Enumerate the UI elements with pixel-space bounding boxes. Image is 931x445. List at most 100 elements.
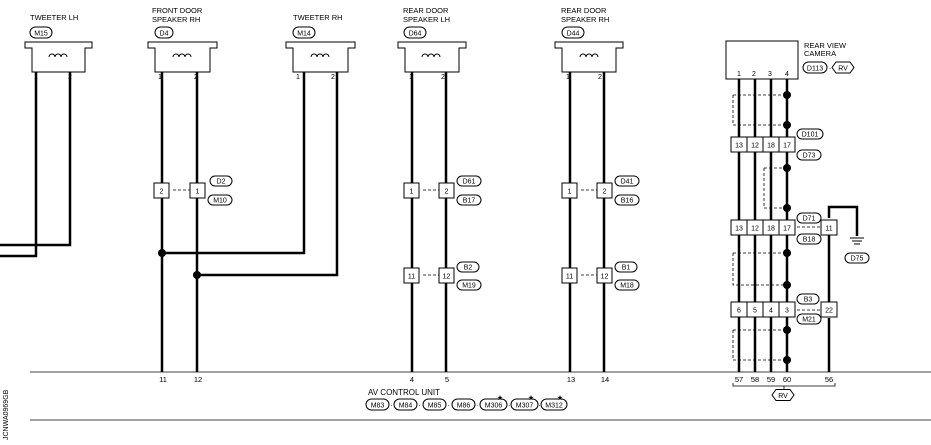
unit-term-4: 4 bbox=[410, 375, 414, 384]
rear-lh-joint2-conn-top: B2 bbox=[464, 265, 473, 272]
rear-rh-pin2: 2 bbox=[598, 74, 602, 81]
rear-lh-pin2: 2 bbox=[441, 74, 445, 81]
unit-term-56: 56 bbox=[825, 375, 833, 384]
unit-conn-6: M307 bbox=[516, 403, 534, 410]
rear-door-speaker-rh: REAR DOOR SPEAKER RH D44 1 2 bbox=[554, 6, 624, 81]
rear-rh-pin1: 1 bbox=[566, 74, 570, 81]
camera-joint1-conn-top: D101 bbox=[802, 132, 819, 139]
junction-dots bbox=[158, 91, 791, 364]
camera-joint2-extra: 11 bbox=[825, 226, 832, 233]
front-joint-conn-bottom: M10 bbox=[213, 198, 227, 205]
rear-rh-joint1-conn-top: D41 bbox=[621, 179, 634, 186]
tweeter-rh: TWEETER RH M14 1 2 bbox=[285, 13, 356, 81]
unit-conn-3: M85 bbox=[428, 403, 442, 410]
unit-conn-sep-5: · bbox=[508, 403, 510, 410]
rear-rh-joint1-left: 1 bbox=[568, 189, 572, 196]
rear-lh-speaker-body bbox=[397, 41, 467, 73]
camera-joint2-conn-top: D71 bbox=[803, 216, 816, 223]
unit-label: AV CONTROL UNIT bbox=[368, 388, 440, 397]
rear-rh-joint2-conn-top: B1 bbox=[622, 265, 631, 272]
unit-conn-sep-1: · bbox=[391, 403, 393, 410]
ground-icon bbox=[850, 237, 864, 245]
tweeter-lh-speaker-body bbox=[24, 41, 93, 73]
tweeter-rh-pin2: 2 bbox=[331, 74, 335, 81]
tweeter-lh: TWEETER LH M15 1 2 bbox=[24, 13, 93, 81]
rear-lh-joint1-conn-top: D61 bbox=[463, 179, 476, 186]
rear-lh-joint1: 1 2 D61 B17 bbox=[403, 175, 482, 206]
wires bbox=[0, 72, 859, 372]
unit-term-11: 11 bbox=[159, 375, 167, 384]
tweeter-rh-speaker-body bbox=[285, 41, 356, 73]
rear-rh-label-1: REAR DOOR bbox=[561, 6, 607, 15]
camera-label-2: CAMERA bbox=[804, 49, 836, 58]
camera-tag-shape bbox=[831, 61, 855, 74]
front-door-pin1: 1 bbox=[158, 74, 162, 81]
camera-joint1-pin-2: 12 bbox=[751, 143, 759, 150]
front-joint: 2 1 D2 M10 bbox=[153, 175, 233, 206]
camera-body bbox=[725, 40, 799, 80]
unit-rv-tag: RV bbox=[778, 393, 788, 400]
front-door-connector: D4 bbox=[160, 31, 169, 38]
camera-tag: RV bbox=[838, 66, 848, 73]
shield-lines bbox=[173, 94, 822, 361]
unit-term-13: 13 bbox=[567, 375, 575, 384]
rear-rh-connector: D44 bbox=[567, 31, 580, 38]
unit-conn-7: M312 bbox=[545, 403, 563, 410]
rear-lh-joint2-left: 11 bbox=[408, 274, 415, 281]
unit-term-14: 14 bbox=[601, 375, 609, 384]
tweeter-rh-label: TWEETER RH bbox=[293, 13, 343, 22]
unit-conn-4: M86 bbox=[457, 403, 471, 410]
unit-term-59: 59 bbox=[767, 375, 775, 384]
camera-joint1-pin-3: 18 bbox=[767, 143, 775, 150]
rear-rh-joint2-left: 11 bbox=[566, 274, 573, 281]
tweeter-lh-connector-box bbox=[29, 26, 53, 39]
rear-rh-joint1: 1 2 D41 B16 bbox=[561, 175, 640, 206]
front-joint-conn-top: D2 bbox=[217, 179, 226, 186]
rear-rh-joint2-right: 12 bbox=[601, 274, 609, 281]
tweeter-lh-label: TWEETER LH bbox=[30, 13, 78, 22]
rear-rh-speaker-body bbox=[554, 41, 624, 73]
rear-rh-joint2-conn-bottom: M18 bbox=[620, 283, 634, 290]
camera-dot: · bbox=[829, 66, 831, 73]
unit-conn-sep-4: · bbox=[476, 403, 478, 410]
unit-conn-sep-2: · bbox=[419, 403, 421, 410]
camera-joint2-pin-2: 12 bbox=[751, 226, 759, 233]
camera-pin-2: 2 bbox=[752, 71, 756, 78]
rear-view-camera: REAR VIEW CAMERA D113 · RV 1 2 3 4 bbox=[725, 40, 855, 80]
rear-rh-connector-box bbox=[561, 26, 585, 39]
side-code: JCNWA0969GB bbox=[3, 389, 10, 440]
camera-joint2-conn-bottom: B18 bbox=[803, 237, 816, 244]
rear-lh-joint2-right: 12 bbox=[443, 274, 451, 281]
camera-pin-3: 3 bbox=[768, 71, 772, 78]
camera-joint1-conn-bottom: D73 bbox=[803, 153, 816, 160]
unit-conn-5: M306 bbox=[485, 403, 503, 410]
camera-connector-box bbox=[802, 61, 828, 74]
rear-lh-connector: D64 bbox=[409, 31, 422, 38]
front-door-connector-box bbox=[154, 26, 174, 39]
rear-rh-joint1-conn-bottom: B16 bbox=[621, 198, 634, 205]
camera-joint2-pin-4: 17 bbox=[783, 226, 791, 233]
star-icon: ★ bbox=[557, 394, 563, 402]
camera-joint2: 13 12 18 17 11 D71 B18 D75 bbox=[730, 212, 870, 264]
rear-door-speaker-lh: REAR DOOR SPEAKER LH D64 1 2 bbox=[397, 6, 467, 81]
front-door-speaker-rh: FRONT DOOR SPEAKER RH D4 1 2 bbox=[147, 6, 218, 81]
camera-connector: D113 bbox=[807, 66, 823, 73]
camera-joint3-extra: 22 bbox=[825, 308, 833, 315]
unit-conn-sep-6: · bbox=[539, 403, 541, 410]
rear-rh-joint2: 11 12 B1 M18 bbox=[561, 261, 640, 291]
tweeter-rh-pin1: 1 bbox=[296, 74, 300, 81]
ground-connector: D75 bbox=[851, 256, 864, 263]
camera-joint3-pin-2: 5 bbox=[753, 308, 757, 315]
unit-conn-1: M83 bbox=[371, 403, 385, 410]
camera-label-1: REAR VIEW bbox=[804, 41, 847, 50]
rear-lh-joint1-left: 1 bbox=[410, 189, 414, 196]
camera-joint3-pin-3: 4 bbox=[769, 308, 773, 315]
star-icon: ★ bbox=[497, 394, 503, 402]
rear-lh-joint1-right: 2 bbox=[445, 189, 449, 196]
camera-joint3-pin-4: 3 bbox=[785, 308, 789, 315]
tweeter-rh-connector: M14 bbox=[297, 31, 311, 38]
camera-pin-1: 1 bbox=[737, 71, 741, 78]
camera-joint1-pin-1: 13 bbox=[735, 143, 743, 150]
